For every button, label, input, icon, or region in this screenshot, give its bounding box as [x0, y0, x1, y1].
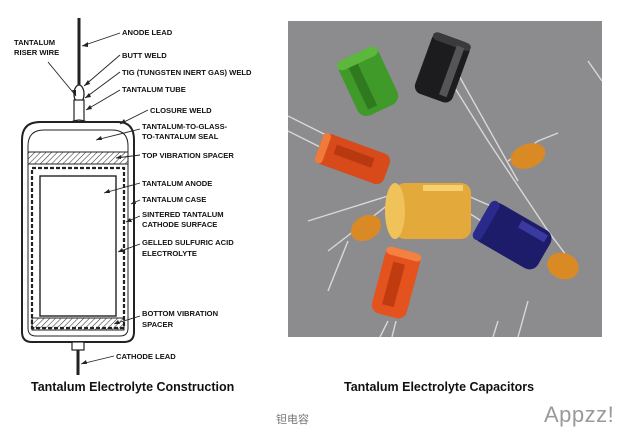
green-capacitor — [337, 46, 399, 117]
label-sintered-1: SINTERED TANTALUM — [142, 210, 224, 219]
bottom-vibration-spacer — [31, 317, 125, 331]
tantalum-case-inner — [27, 129, 129, 337]
label-tig-weld: TIG (TUNGSTEN INERT GAS) WELD — [122, 68, 252, 77]
black-capacitor — [414, 32, 471, 103]
label-electrolyte-2: ELECTROLYTE — [142, 249, 197, 258]
capacitors-photo — [288, 21, 602, 337]
diagram-caption: Tantalum Electrolyte Construction — [31, 380, 235, 394]
label-glass-seal-1: TANTALUM-TO-GLASS- — [142, 122, 228, 131]
leader-arrowheads — [72, 42, 136, 364]
label-riser-wire-1: TANTALUM — [14, 38, 55, 47]
blue-capacitor — [472, 200, 552, 270]
footer-text: 钽电容 — [276, 413, 309, 426]
label-cathode-lead: CATHODE LEAD — [116, 352, 176, 361]
label-sintered-2: CATHODE SURFACE — [142, 220, 217, 229]
top-vibration-spacer — [27, 151, 129, 165]
label-tantalum-case: TANTALUM CASE — [142, 195, 206, 204]
tantalum-drop-3 — [547, 252, 579, 280]
orange-capacitor-left — [314, 132, 391, 185]
label-top-spacer: TOP VIBRATION SPACER — [142, 151, 234, 160]
tantalum-drop-2 — [350, 214, 382, 242]
photo-caption: Tantalum Electrolyte Capacitors — [344, 380, 535, 394]
tantalum-anode — [39, 175, 117, 317]
label-closure-weld: CLOSURE WELD — [150, 106, 212, 115]
construction-diagram: ANODE LEAD TANTALUM RISER WIRE BUTT WELD… — [14, 18, 252, 375]
yellow-capacitor — [385, 183, 471, 239]
orange-capacitor-bottom — [371, 246, 422, 319]
label-butt-weld: BUTT WELD — [122, 51, 167, 60]
leader-lines — [47, 32, 149, 365]
label-electrolyte-1: GELLED SULFURIC ACID — [142, 238, 234, 247]
label-riser-wire-2: RISER WIRE — [14, 48, 59, 57]
label-glass-seal-2: TO-TANTALUM SEAL — [142, 132, 219, 141]
label-anode-lead: ANODE LEAD — [122, 28, 173, 37]
label-bottom-spacer-1: BOTTOM VIBRATION — [142, 309, 218, 318]
label-tantalum-anode: TANTALUM ANODE — [142, 179, 212, 188]
label-bottom-spacer-2: SPACER — [142, 320, 174, 329]
label-tantalum-tube: TANTALUM TUBE — [122, 85, 186, 94]
watermark-logo: Appzz! — [544, 402, 615, 427]
tantalum-drop-1 — [510, 143, 546, 169]
cathode-lead-stub — [71, 341, 85, 351]
